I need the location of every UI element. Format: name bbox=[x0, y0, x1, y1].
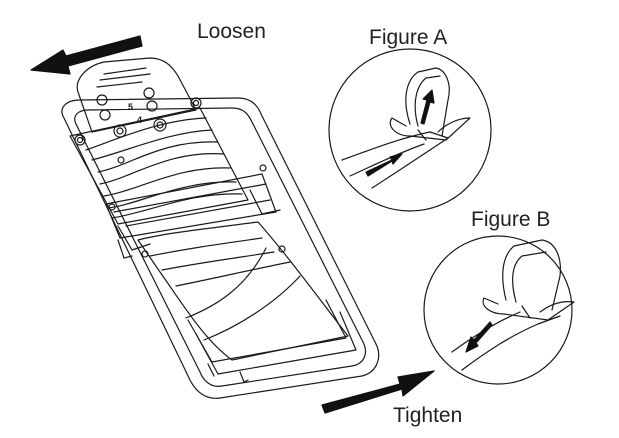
figure-a-label: Figure A bbox=[369, 26, 448, 49]
base-plate bbox=[61, 97, 380, 399]
figure-b-label: Figure B bbox=[471, 208, 551, 231]
loosen-arrow bbox=[30, 35, 143, 75]
plate-number-bottom: 4 bbox=[137, 115, 142, 125]
tighten-arrow bbox=[321, 370, 435, 414]
figure-b-detail bbox=[423, 235, 575, 385]
tighten-label: Tighten bbox=[393, 404, 463, 427]
binding-tongue bbox=[137, 221, 357, 383]
figure-b-arrow bbox=[465, 321, 493, 353]
figure-a-arrows bbox=[365, 89, 435, 177]
buckle-strap bbox=[105, 173, 281, 259]
loosen-label: Loosen bbox=[197, 20, 266, 43]
plate-numbers: 5 4 bbox=[128, 102, 142, 125]
plate-number-top: 5 bbox=[128, 102, 133, 112]
figure-a-detail bbox=[328, 48, 492, 212]
